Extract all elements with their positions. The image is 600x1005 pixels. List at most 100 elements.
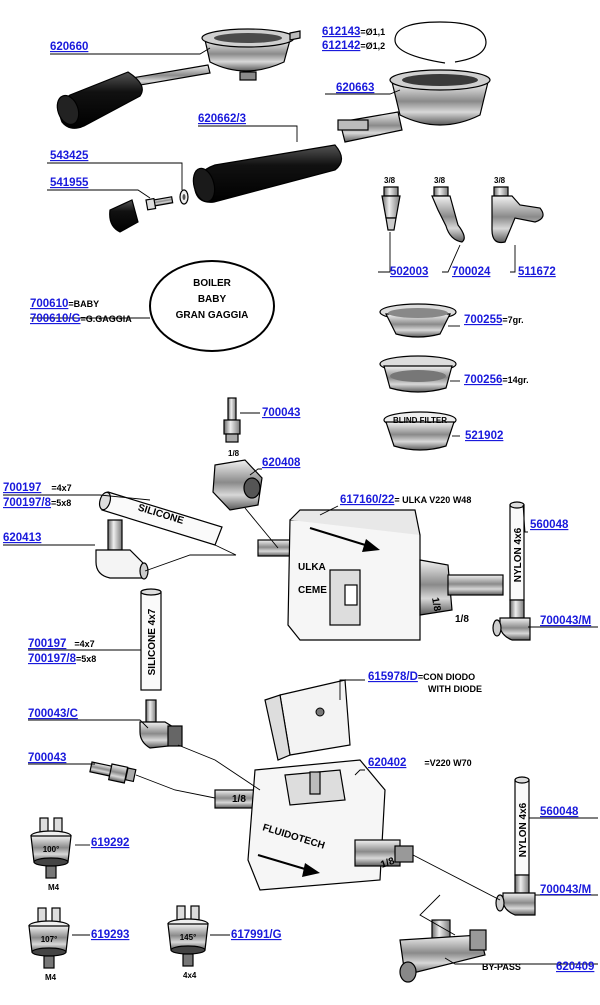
part-code-700043c[interactable]: 700043/C: [28, 708, 78, 720]
boiler-label: [149, 260, 275, 352]
bypass-valve-620409: [399, 919, 487, 983]
part-labels: 620660 612143=Ø1,1 612142=Ø1,2 620663 62…: [3, 26, 594, 982]
leader-lines: [3, 47, 598, 965]
part-code-612143[interactable]: 612143: [322, 26, 360, 38]
thermostat-617991g: [167, 905, 209, 967]
part-code-619292[interactable]: 619292: [91, 837, 129, 849]
spout-700024: [431, 186, 465, 243]
part-code-700256[interactable]: 700256: [464, 374, 502, 386]
part-code-700197-8a[interactable]: 700197/8: [3, 497, 52, 509]
part-code-700197a-line: 700197 =4x7: [3, 482, 72, 494]
fitting-700043-b: [89, 761, 137, 784]
part-code-541955[interactable]: 541955: [50, 177, 89, 189]
part-code-700043-bottom[interactable]: 700043: [28, 752, 66, 764]
part-code-700197b[interactable]: 700197: [28, 638, 66, 650]
part-code-700043-top[interactable]: 700043: [262, 407, 300, 419]
part-code-620660[interactable]: 620660: [50, 41, 88, 53]
silicone-tube-700197-b: [140, 588, 162, 691]
part-code-617991g[interactable]: 617991/G: [231, 929, 282, 941]
fluidotech-pump-620402: [214, 759, 414, 891]
filter-spring-ring: [394, 21, 487, 64]
part-suffix-700197b: =4x7: [74, 639, 94, 649]
part-code-620408[interactable]: 620408: [262, 457, 301, 469]
pump-ceme-label: CEME: [298, 585, 327, 596]
thermostat-619293: [28, 907, 70, 969]
bypass-label: BY-PASS: [482, 962, 521, 972]
part-code-620413[interactable]: 620413: [3, 532, 41, 544]
part-code-700197-8b[interactable]: 700197/8: [28, 653, 77, 665]
part-code-620663[interactable]: 620663: [336, 82, 374, 94]
part-suffix-700255: =7gr.: [502, 315, 523, 325]
part-code-700024[interactable]: 700024: [452, 266, 491, 278]
part-code-619293[interactable]: 619293: [91, 929, 129, 941]
part-code-620402[interactable]: 620402: [368, 757, 406, 769]
part-code-612143-line: 612143=Ø1,1: [322, 26, 385, 38]
part-suffix-615978d: =CON DIODO: [418, 672, 475, 682]
thermostat-temp-619292: 100°: [43, 845, 60, 854]
pump-ulka-label: ULKA: [298, 562, 326, 573]
part-suffix-612142: =Ø1,2: [360, 41, 385, 51]
fitting-700043: [223, 397, 241, 443]
handle-620662: [192, 144, 343, 203]
thread-620408: 1/8: [228, 449, 240, 458]
part-code-521902[interactable]: 521902: [465, 430, 503, 442]
thermostat-temp-617991g: 145°: [180, 933, 197, 942]
portafilter-620663: [337, 69, 491, 143]
pump-fitting-label-2: 1/8: [455, 614, 469, 625]
thread-700024: 3/8: [434, 176, 446, 185]
part-code-700610[interactable]: 700610: [30, 298, 68, 310]
spout-511672: [491, 186, 544, 244]
part-code-543425[interactable]: 543425: [50, 150, 89, 162]
part-code-700043m-b[interactable]: 700043/M: [540, 884, 591, 896]
part-code-560048-a[interactable]: 560048: [530, 519, 569, 531]
part-code-560048-b[interactable]: 560048: [540, 806, 579, 818]
part-code-502003[interactable]: 502003: [390, 266, 428, 278]
part-suffix-617160: = ULKA V220 W48: [394, 495, 471, 505]
part-code-620409[interactable]: 620409: [556, 961, 594, 973]
thermostat-619292: [30, 817, 72, 879]
part-code-700256-line: 700256=14gr.: [464, 374, 529, 386]
part-suffix-700197-8a: =5x8: [51, 498, 71, 508]
thermostat-thread-619293: M4: [45, 973, 57, 982]
part-code-511672[interactable]: 511672: [518, 266, 556, 278]
spout-502003: [381, 186, 401, 231]
part-code-620402-line: 620402=V220 W70: [368, 757, 472, 769]
part-code-700197a[interactable]: 700197: [3, 482, 41, 494]
part-code-612142[interactable]: 612142: [322, 40, 360, 52]
thread-511672: 3/8: [494, 176, 506, 185]
part-code-617160[interactable]: 617160/22: [340, 494, 394, 506]
part-code-700043m-a[interactable]: 700043/M: [540, 615, 591, 627]
part-suffix-700197a: =4x7: [51, 483, 71, 493]
part-suffix-700256: =14gr.: [502, 375, 528, 385]
part-code-700197_8a-line: 700197/8=5x8: [3, 497, 71, 509]
blind-filter-521902: [383, 411, 457, 451]
part-suffix-700610: =BABY: [68, 299, 99, 309]
part-code-700610g[interactable]: 700610/G: [30, 313, 81, 325]
connector-615978d: [264, 679, 351, 761]
thermostat-thread-617991g: 4x4: [183, 971, 197, 980]
thread-502003: 3/8: [384, 176, 396, 185]
elbow-fitting-700043m-b: [495, 874, 536, 916]
part-code-620662[interactable]: 620662/3: [198, 113, 246, 125]
boiler-line-1: BOILER: [193, 278, 232, 289]
part-code-617160-line: 617160/22= ULKA V220 W48: [340, 494, 471, 506]
part-code-700197b-line: 700197 =4x7: [28, 638, 95, 650]
pump-fitting-label-1: 1/8: [429, 597, 442, 613]
fluidotech-fitting-label-2: 1/8: [379, 856, 396, 871]
part-suffix-612143: =Ø1,1: [360, 27, 385, 37]
boiler-line-3: GRAN GAGGIA: [176, 310, 249, 321]
boiler-line-2: BABY: [198, 294, 227, 305]
ulka-pump-617160: [257, 509, 504, 641]
nylon-tube-label-a: NYLON 4x6: [513, 527, 524, 582]
portafilter-620660: [56, 28, 301, 129]
thermostat-thread-619292: M4: [48, 883, 60, 892]
part-code-615978d[interactable]: 615978/D: [368, 671, 418, 683]
blind-filter-label: BLIND FILTER: [393, 416, 447, 425]
part-code-700197_8b-line: 700197/8=5x8: [28, 653, 96, 665]
part-code-612142-line: 612142=Ø1,2: [322, 40, 385, 52]
part-suffix-700197-8b: =5x8: [76, 654, 96, 664]
part-suffix2-615978d: WITH DIODE: [428, 684, 482, 694]
part-code-700255[interactable]: 700255: [464, 314, 503, 326]
part-suffix-700610g: =G.GAGGIA: [81, 314, 133, 324]
